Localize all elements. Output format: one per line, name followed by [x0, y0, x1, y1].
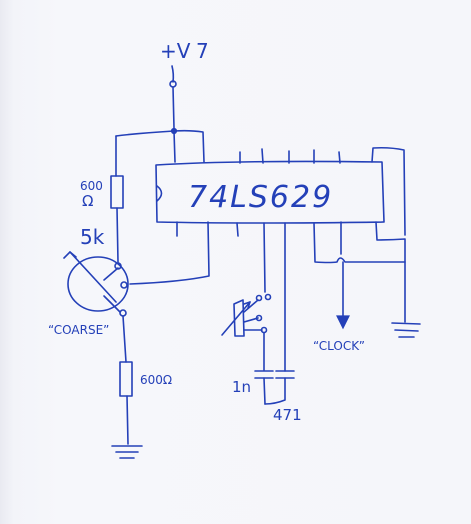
supply-terminal: +V 7: [160, 39, 209, 129]
pot-node-right: [120, 281, 128, 289]
top-wire: [115, 129, 205, 163]
right-ground-wire: [375, 221, 406, 323]
supply-lead: [171, 65, 175, 83]
cap-471-lead: [264, 377, 286, 405]
supply-label: +V: [160, 39, 191, 63]
chip-pin-top: [338, 151, 341, 164]
cap-471-label: 471: [273, 406, 302, 424]
potentiometer-coarse: 5k “COARSE”: [48, 225, 129, 337]
ground-right: [391, 322, 421, 338]
resistor-top-value: 600: [80, 179, 103, 193]
pot-wiper-line: [69, 251, 117, 303]
chip-notch: [156, 185, 163, 202]
ground-right-bar-2: [394, 329, 419, 332]
pot-lead-bottom: [103, 295, 121, 313]
pot-lead-top: [103, 267, 119, 281]
cap-1n-lead: [263, 377, 266, 405]
chip-pin-bottom: [236, 222, 239, 237]
switch-wires: [243, 299, 263, 331]
supply-number: 7: [196, 39, 209, 63]
chip-74ls629: 74LS629: [155, 148, 385, 237]
switch-contact-1: [255, 294, 263, 302]
pot-node-bottom: [119, 309, 127, 317]
chip-label: 74LS629: [188, 180, 333, 215]
right-top-wire: [371, 146, 406, 236]
resistor-bottom-top-lead: [122, 315, 127, 363]
clock-bus-wire: [313, 222, 406, 264]
range-switch-arrow-icon: [243, 301, 251, 309]
resistor-bottom: 600Ω: [119, 361, 172, 397]
resistor-bottom-lead: [126, 395, 129, 445]
clock-arrow-icon: [336, 315, 350, 330]
chip-outline: [155, 160, 385, 224]
pot-to-chip-wire: [129, 221, 210, 285]
range-switch-body: [233, 299, 245, 337]
cap-network-wire-a: [263, 222, 266, 293]
pot-arrow-icon: [63, 251, 77, 259]
capacitor-1n: 1n: [232, 370, 274, 405]
cap-1n-label: 1n: [232, 378, 251, 396]
range-switch-arrow-line: [221, 301, 251, 336]
resistor-top-lead: [116, 207, 119, 263]
pot-body: [67, 256, 129, 312]
resistor-top-unit: Ω: [82, 192, 93, 210]
chip-vcc-wire: [173, 130, 176, 163]
pot-name: “COARSE”: [48, 323, 109, 337]
resistor-top: 600 Ω: [80, 175, 124, 270]
resistor-top-body: [110, 175, 124, 209]
chip-pin-top: [261, 148, 264, 164]
clock-label: “CLOCK”: [313, 339, 365, 353]
pot-value: 5k: [80, 225, 105, 249]
range-switch: [221, 293, 272, 371]
resistor-bottom-value: 600Ω: [140, 373, 172, 387]
ground-right-bar-1: [391, 322, 421, 325]
resistor-bottom-body: [119, 361, 133, 397]
switch-contact-2: [264, 293, 272, 301]
supply-wire: [172, 86, 175, 129]
capacitor-471: 471: [264, 370, 302, 424]
ground-left: [111, 445, 143, 459]
